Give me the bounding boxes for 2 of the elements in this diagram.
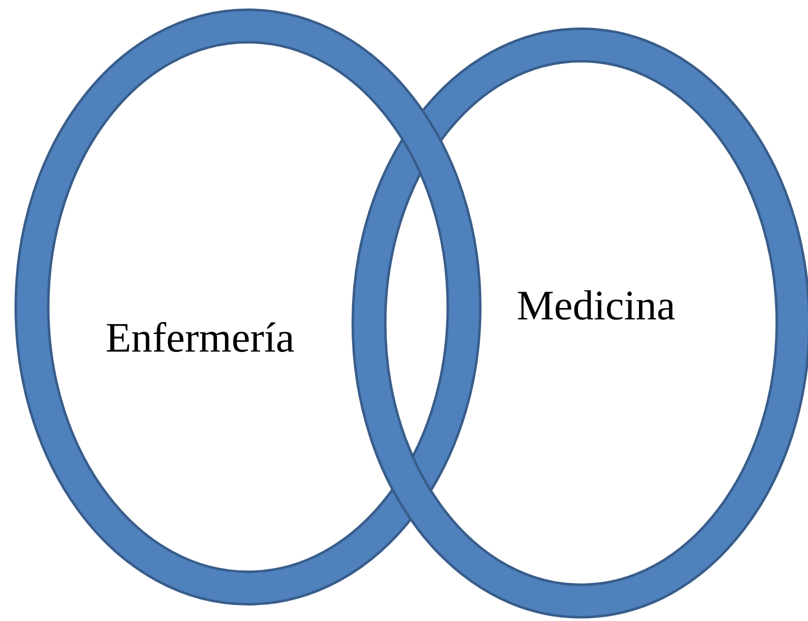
ring-label: Medicina — [518, 290, 675, 320]
ring — [14, 8, 808, 618]
